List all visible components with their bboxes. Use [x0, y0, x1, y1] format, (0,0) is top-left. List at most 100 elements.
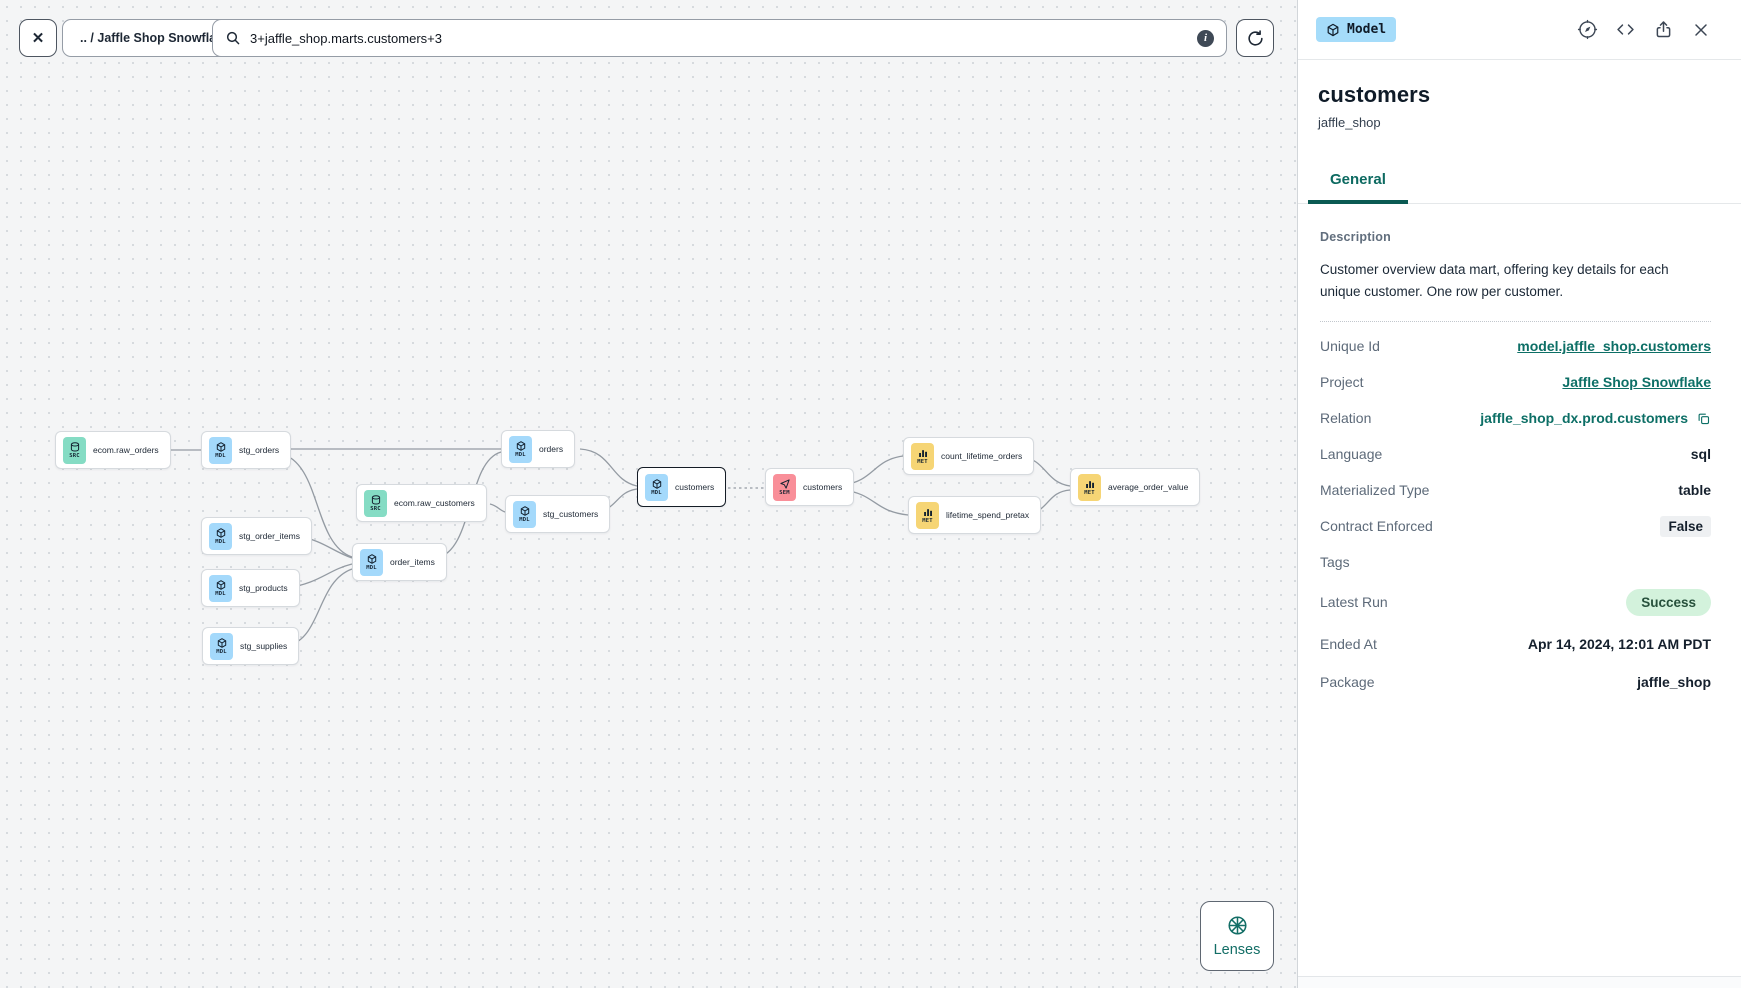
node-label: stg_order_items: [239, 531, 300, 541]
cube-icon: [1326, 23, 1340, 37]
field-value: table: [1678, 482, 1711, 498]
node-label: order_items: [390, 557, 435, 567]
node-label: stg_supplies: [240, 641, 288, 651]
graph-node-orders[interactable]: MDL orders: [501, 430, 576, 468]
resource-type-badge: Model: [1316, 17, 1397, 42]
cube-icon: MDL: [209, 436, 232, 464]
field-label: Ended At: [1320, 636, 1377, 652]
field-row-tags: Tags: [1320, 544, 1711, 580]
field-label: Project: [1320, 374, 1364, 390]
field-label: Package: [1320, 674, 1375, 690]
graph-node-average_order_value[interactable]: MET average_order_value: [1070, 468, 1201, 506]
field-row-unique-id: Unique Id model.jaffle_shop.customers: [1320, 328, 1711, 364]
node-label: orders: [539, 444, 564, 454]
tab-general[interactable]: General: [1308, 156, 1408, 204]
field-link[interactable]: model.jaffle_shop.customers: [1517, 338, 1711, 354]
field-label: Contract Enforced: [1320, 518, 1433, 534]
field-link[interactable]: Jaffle Shop Snowflake: [1562, 374, 1711, 390]
graph-node-count_lifetime_orders[interactable]: MET count_lifetime_orders: [903, 437, 1035, 475]
node-label: ecom.raw_orders: [93, 445, 159, 455]
aperture-lens-icon: [1226, 914, 1249, 937]
graph-node-stg_customers[interactable]: MDL stg_customers: [505, 495, 611, 533]
copy-icon[interactable]: [1696, 411, 1711, 426]
cube-icon: MDL: [645, 473, 668, 501]
graph-node-stg_orders[interactable]: MDL stg_orders: [201, 431, 292, 469]
lenses-label: Lenses: [1213, 942, 1261, 958]
cube-icon: MDL: [509, 435, 532, 463]
cube-icon: MDL: [209, 522, 232, 550]
breadcrumb-label: .. / Jaffle Shop Snowflake: [80, 31, 231, 45]
field-row-ended-at: Ended At Apr 14, 2024, 12:01 AM PDT: [1320, 624, 1711, 664]
refresh-button[interactable]: [1236, 19, 1274, 57]
node-label: ecom.raw_customers: [394, 498, 475, 508]
field-label: Unique Id: [1320, 338, 1380, 354]
paper-plane-icon: SEM: [773, 473, 796, 501]
bar-chart-icon: MET: [1078, 473, 1101, 501]
compass-explore-icon[interactable]: [1577, 19, 1598, 40]
lenses-button[interactable]: Lenses: [1200, 901, 1274, 971]
cube-icon: MDL: [210, 632, 233, 660]
graph-node-stg_order_items[interactable]: MDL stg_order_items: [201, 517, 312, 555]
code-brackets-icon[interactable]: [1615, 19, 1636, 40]
resource-type-label: Model: [1347, 22, 1387, 37]
field-value: Apr 14, 2024, 12:01 AM PDT: [1527, 636, 1711, 652]
field-value: jaffle_shop: [1637, 674, 1711, 690]
field-row-materialized-type: Materialized Type table: [1320, 472, 1711, 508]
info-icon[interactable]: i: [1197, 29, 1214, 47]
close-panel-icon[interactable]: [1691, 20, 1711, 40]
field-value: sql: [1690, 446, 1711, 462]
field-row-relation: Relation jaffle_shop_dx.prod.customers: [1320, 400, 1711, 436]
field-label: Tags: [1320, 554, 1350, 570]
search-input[interactable]: [250, 30, 1188, 46]
field-row-contract-enforced: Contract Enforced False: [1320, 508, 1711, 544]
bar-chart-icon: MET: [916, 501, 939, 529]
field-row-project: Project Jaffle Shop Snowflake: [1320, 364, 1711, 400]
cube-icon: MDL: [209, 574, 232, 602]
page-title: customers: [1318, 82, 1431, 107]
graph-node-order_items[interactable]: MDL order_items: [352, 543, 447, 581]
node-label: stg_orders: [239, 445, 280, 455]
cube-icon: MDL: [513, 500, 536, 528]
panel-header: Model: [1298, 0, 1741, 60]
node-label: average_order_value: [1108, 482, 1189, 492]
refresh-icon: [1246, 29, 1265, 48]
field-label: Materialized Type: [1320, 482, 1430, 498]
node-label: customers: [803, 482, 843, 492]
contract-badge: False: [1660, 516, 1711, 537]
description-label: Description: [1320, 230, 1391, 244]
graph-node-ecom_raw_customers[interactable]: SRC ecom.raw_customers: [356, 484, 487, 522]
bar-chart-icon: MET: [911, 442, 934, 470]
field-label: Latest Run: [1320, 594, 1388, 610]
close-icon: ✕: [31, 30, 45, 47]
node-label: stg_products: [239, 583, 288, 593]
graph-node-stg_products[interactable]: MDL stg_products: [201, 569, 300, 607]
graph-node-customers_sem[interactable]: SEM customers: [765, 468, 855, 506]
graph-node-stg_supplies[interactable]: MDL stg_supplies: [202, 627, 300, 665]
node-label: stg_customers: [543, 509, 599, 519]
field-row-latest-run: Latest Run Success: [1320, 580, 1711, 624]
field-row-package: Package jaffle_shop: [1320, 664, 1711, 700]
share-export-icon[interactable]: [1653, 19, 1674, 40]
field-label: Relation: [1320, 410, 1372, 426]
cube-icon: MDL: [360, 548, 383, 576]
graph-node-ecom_raw_orders[interactable]: SRC ecom.raw_orders: [55, 431, 171, 469]
description-text: Customer overview data mart, offering ke…: [1320, 259, 1711, 322]
graph-node-lifetime_spend_pretax[interactable]: MET lifetime_spend_pretax: [908, 496, 1042, 534]
panel-tabs: General: [1298, 156, 1741, 204]
node-label: count_lifetime_orders: [941, 451, 1023, 461]
relation-value: jaffle_shop_dx.prod.customers: [1480, 410, 1688, 426]
status-badge: Success: [1626, 589, 1711, 616]
field-row-language: Language sql: [1320, 436, 1711, 472]
package-subtitle: jaffle_shop: [1318, 115, 1381, 130]
database-icon: SRC: [63, 436, 86, 464]
database-icon: SRC: [364, 489, 387, 517]
lineage-search-box: i: [212, 19, 1227, 57]
search-icon: [225, 30, 241, 46]
node-label: lifetime_spend_pretax: [946, 510, 1030, 520]
panel-footer: [1298, 976, 1741, 988]
field-label: Language: [1320, 446, 1383, 462]
close-lineage-button[interactable]: ✕: [19, 19, 57, 57]
